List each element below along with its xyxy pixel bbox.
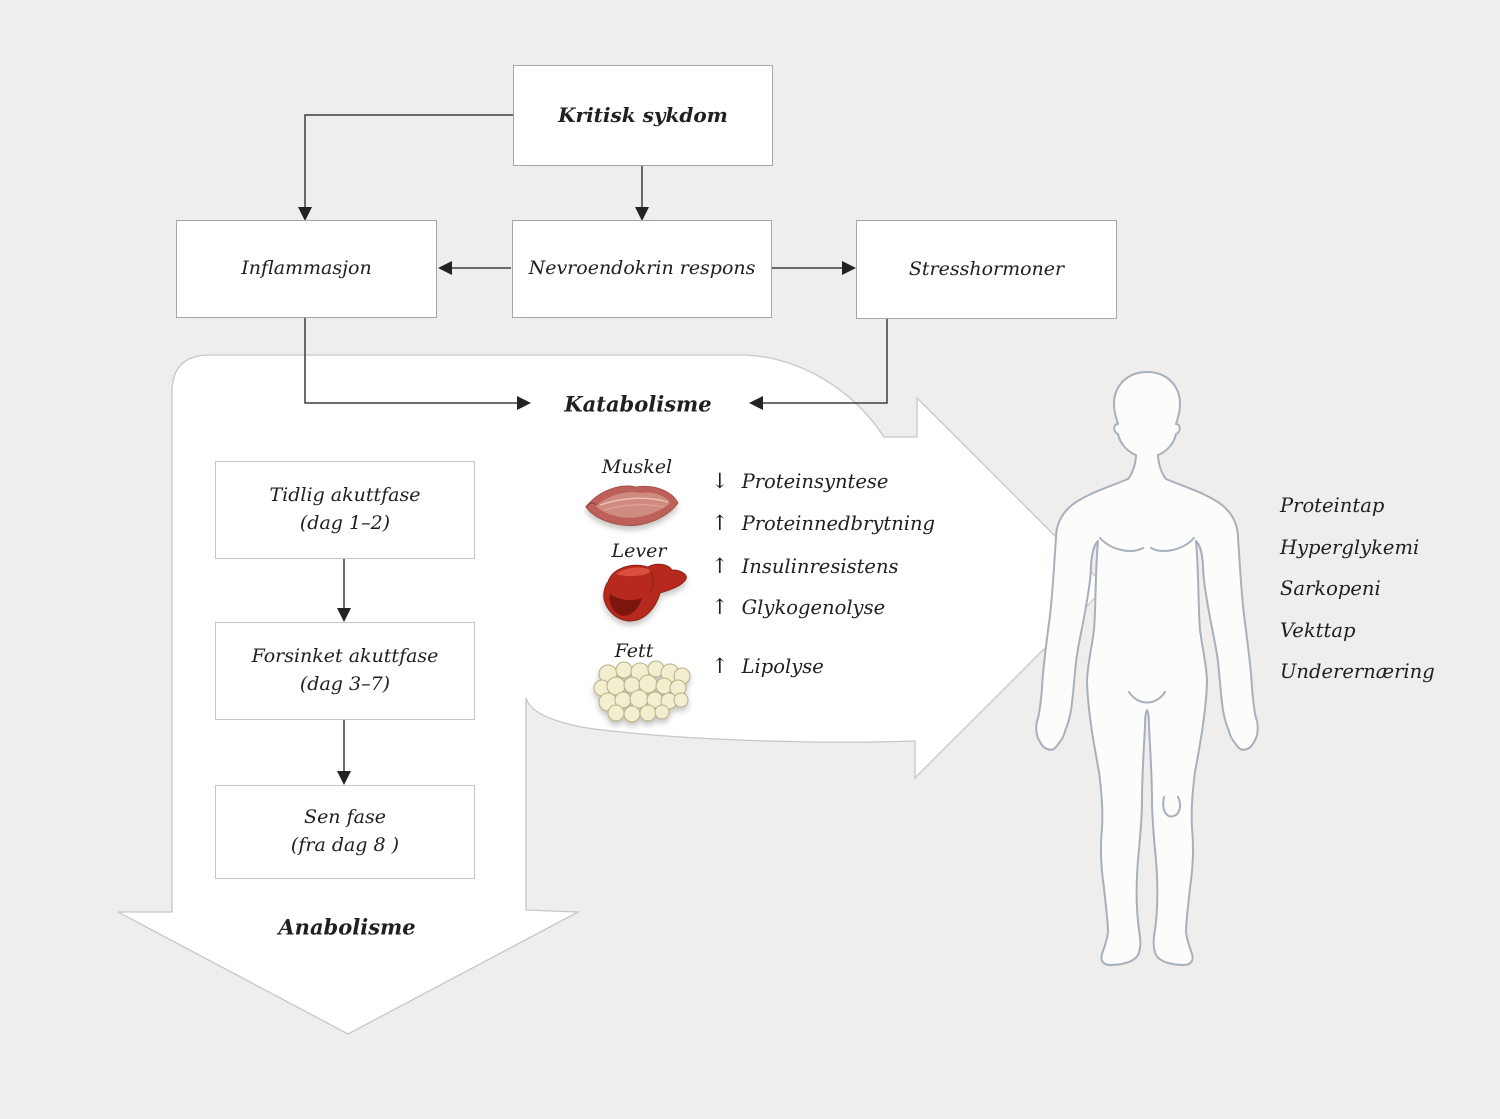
node-neuroendocrine-label: Nevroendokrin respons	[528, 257, 756, 280]
up-arrow-icon: ↑	[711, 553, 729, 578]
connector-phase2-to-phase3	[337, 719, 351, 785]
phase-box-delayed-acute: Forsinket akuttfase (dag 3–7)	[215, 622, 475, 720]
phase-name: Forsinket akuttfase	[251, 645, 439, 668]
connector-phase1-to-phase2	[337, 558, 351, 622]
arrowhead-down-icon	[337, 771, 351, 785]
arrowhead-down-icon	[298, 207, 312, 221]
connector-critical-to-neuroendocrine	[635, 166, 649, 221]
up-arrow-icon: ↑	[711, 510, 729, 535]
organ-label-liver: Lever	[611, 540, 667, 562]
body-chest-lines	[1099, 537, 1195, 552]
arrowhead-right-icon	[517, 396, 531, 410]
organ-label-muscle: Muskel	[601, 456, 673, 478]
outcome-weight-loss: Vekttap	[1280, 618, 1356, 642]
down-arrow-icon: ↓	[711, 468, 729, 493]
effect-lipolysis: ↑ Lipolyse	[711, 651, 824, 681]
effect-label: Lipolyse	[741, 654, 824, 678]
body-silhouette	[1035, 371, 1259, 966]
arrowhead-left-icon	[749, 396, 763, 410]
connector-critical-to-inflammation	[298, 114, 513, 221]
node-inflammation: Inflammasjon	[176, 220, 437, 318]
connectors	[298, 114, 888, 785]
arrowhead-left-icon	[438, 261, 452, 275]
node-stress-hormones: Stresshormoner	[856, 220, 1117, 319]
node-critical-illness: Kritisk sykdom	[513, 65, 773, 166]
phase-days: (dag 1–2)	[299, 512, 391, 534]
effect-label: Glykogenolyse	[741, 595, 886, 619]
phase-name: Sen fase	[304, 806, 386, 829]
effect-label: Proteinnedbrytning	[741, 511, 936, 535]
outcome-hyperglycemia: Hyperglykemi	[1280, 535, 1420, 559]
arrowhead-right-icon	[842, 261, 856, 275]
phase-days: (fra dag 8 )	[290, 834, 400, 856]
arrowhead-down-icon	[635, 207, 649, 221]
up-arrow-icon: ↑	[711, 594, 729, 619]
organ-label-fat: Fett	[614, 640, 654, 662]
effect-glycogenolysis: ↑ Glykogenolyse	[711, 592, 885, 622]
node-neuroendocrine: Nevroendokrin respons	[512, 220, 772, 318]
phase-box-early-acute: Tidlig akuttfase (dag 1–2)	[215, 461, 475, 559]
outcome-protein-loss: Proteintap	[1280, 493, 1385, 517]
body-knee-line	[1162, 796, 1182, 818]
node-inflammation-label: Inflammasjon	[241, 257, 372, 280]
effect-protein-breakdown: ↑ Proteinnedbrytning	[711, 508, 935, 538]
anabolism-heading: Anabolisme	[278, 914, 416, 940]
phase-name: Tidlig akuttfase	[269, 484, 421, 507]
catabolism-heading: Katabolisme	[564, 391, 712, 417]
fat-icon	[593, 660, 691, 723]
effect-protein-synthesis: ↓ Proteinsyntese	[711, 466, 888, 496]
phase-days: (dag 3–7)	[299, 673, 391, 695]
node-critical-illness-label: Kritisk sykdom	[558, 103, 728, 127]
connector-stresshormones-to-catabolism	[749, 318, 888, 410]
connector-inflammation-to-catabolism	[304, 317, 531, 410]
muscle-icon	[585, 485, 679, 526]
effect-insulin-resistance: ↑ Insulinresistens	[711, 551, 899, 581]
connector-neuroendocrine-to-stresshormones	[771, 261, 856, 275]
arrowhead-down-icon	[337, 608, 351, 622]
human-body-outline	[1035, 371, 1259, 966]
body-pubic-line	[1128, 691, 1166, 704]
node-stress-hormones-label: Stresshormoner	[908, 257, 1065, 280]
effect-label: Insulinresistens	[741, 554, 899, 578]
effect-label: Proteinsyntese	[741, 469, 889, 493]
up-arrow-icon: ↑	[711, 653, 729, 678]
liver-icon	[603, 563, 687, 622]
phase-box-late: Sen fase (fra dag 8 )	[215, 785, 475, 879]
connector-neuroendocrine-to-inflammation	[438, 261, 511, 275]
outcome-sarcopenia: Sarkopeni	[1280, 576, 1381, 600]
outcome-malnutrition: Underernæring	[1280, 659, 1435, 683]
